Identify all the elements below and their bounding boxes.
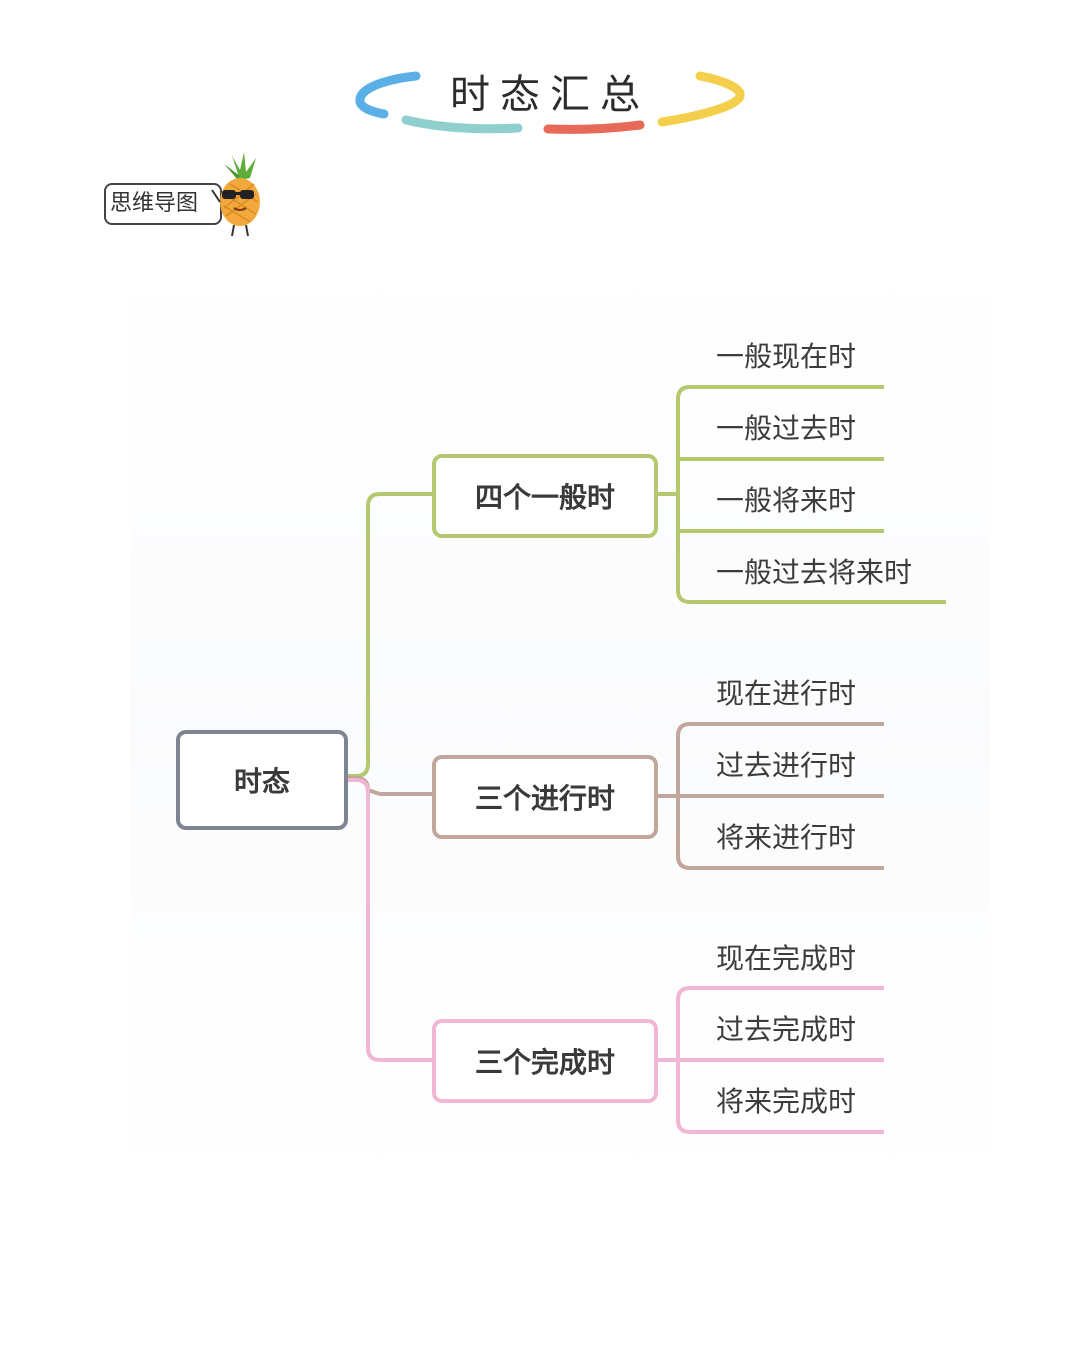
title-header: 时态汇总 [350,50,750,150]
leaf-node[interactable]: 一般过去时 [716,412,857,445]
title-arcs [355,71,745,134]
arc-yellow [657,71,745,127]
group-node-progressive[interactable]: 三个进行时 [432,755,658,839]
leaf-node[interactable]: 过去完成时 [716,1013,857,1046]
root-node[interactable]: 时态 [176,730,348,830]
leaf-node[interactable]: 过去进行时 [716,749,857,782]
leaf-node[interactable]: 将来完成时 [716,1085,857,1118]
leaf-node[interactable]: 一般现在时 [716,340,857,373]
connector-group-1-branches [676,385,946,604]
group-node-perfect[interactable]: 三个完成时 [432,1019,658,1103]
leaf-node[interactable]: 将来进行时 [716,821,857,854]
pineapple-with-sunglasses-icon [210,150,270,244]
leaf-node[interactable]: 现在进行时 [716,677,857,710]
arc-blue [355,71,421,119]
leaf-node[interactable]: 一般将来时 [716,484,857,517]
arc-teal [401,115,523,134]
arc-red [543,120,645,134]
page-title: 时态汇总 [450,72,650,118]
leaf-node[interactable]: 一般过去将来时 [716,556,913,589]
group-node-simple[interactable]: 四个一般时 [432,454,658,538]
connector-root-group-1 [346,492,434,778]
connector-root-group-3 [346,778,434,1062]
leaf-node[interactable]: 现在完成时 [716,942,857,975]
